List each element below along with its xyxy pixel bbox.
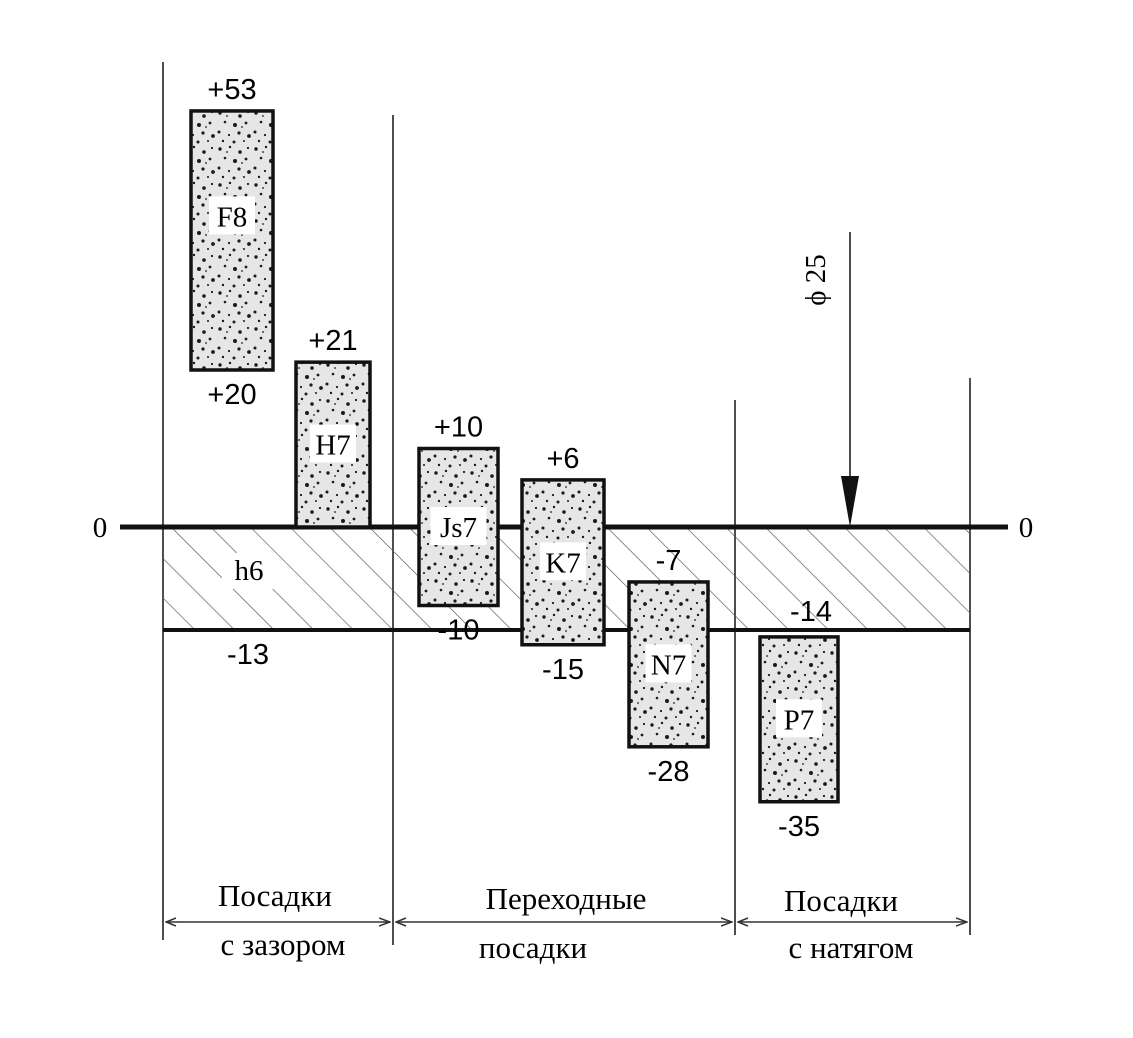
shaft-lower-deviation-label: -13: [227, 639, 269, 671]
field-lower-deviation-k7: -15: [542, 654, 584, 686]
field-name-backdrop-js7: [430, 507, 487, 545]
tolerance-field-n7: [627, 580, 710, 749]
field-upper-deviation-p7: -14: [790, 596, 832, 628]
field-name-backdrop-n7: [645, 644, 692, 683]
nominal-size-arrowhead: [841, 476, 859, 527]
zone-interference-line1: Посадки: [784, 883, 898, 918]
field-upper-deviation-n7: -7: [656, 545, 682, 577]
field-name-backdrop-p7: [776, 699, 822, 738]
shaft-name-backdrop: [222, 553, 276, 589]
field-upper-deviation-js7: +10: [434, 412, 483, 444]
field-upper-deviation-f8: +53: [207, 74, 256, 106]
field-upper-deviation-k7: +6: [546, 443, 579, 475]
field-name-h7: H7: [315, 430, 350, 462]
field-lower-deviation-f8: +20: [207, 379, 256, 411]
field-name-p7: P7: [784, 704, 815, 736]
field-name-backdrop-h7: [310, 424, 356, 463]
nominal-size-label: ϕ 25: [800, 254, 832, 306]
zone-transition-line1: Переходные: [486, 881, 647, 916]
field-lower-deviation-js7: -10: [438, 615, 480, 647]
tolerance-field-f8: [189, 109, 275, 372]
field-name-n7: N7: [651, 649, 686, 681]
zone-transition-line2: посадки: [479, 930, 587, 965]
zone-interference-line2: с натягом: [789, 930, 914, 965]
field-name-js7: Js7: [440, 512, 477, 544]
field-name-backdrop-k7: [540, 542, 586, 581]
field-lower-deviation-n7: -28: [648, 756, 690, 788]
zero-label-left: 0: [93, 512, 108, 544]
field-lower-deviation-p7: -35: [778, 811, 820, 843]
field-name-backdrop-f8: [209, 196, 255, 235]
field-name-f8: F8: [217, 201, 248, 233]
shaft-name-label: h6: [235, 555, 264, 587]
field-upper-deviation-h7: +21: [308, 325, 357, 357]
field-name-k7: K7: [545, 547, 580, 579]
zone-clearance-line2: с зазором: [220, 927, 345, 962]
zero-label-right: 0: [1019, 512, 1034, 544]
zone-clearance-line1: Посадки: [218, 878, 332, 913]
